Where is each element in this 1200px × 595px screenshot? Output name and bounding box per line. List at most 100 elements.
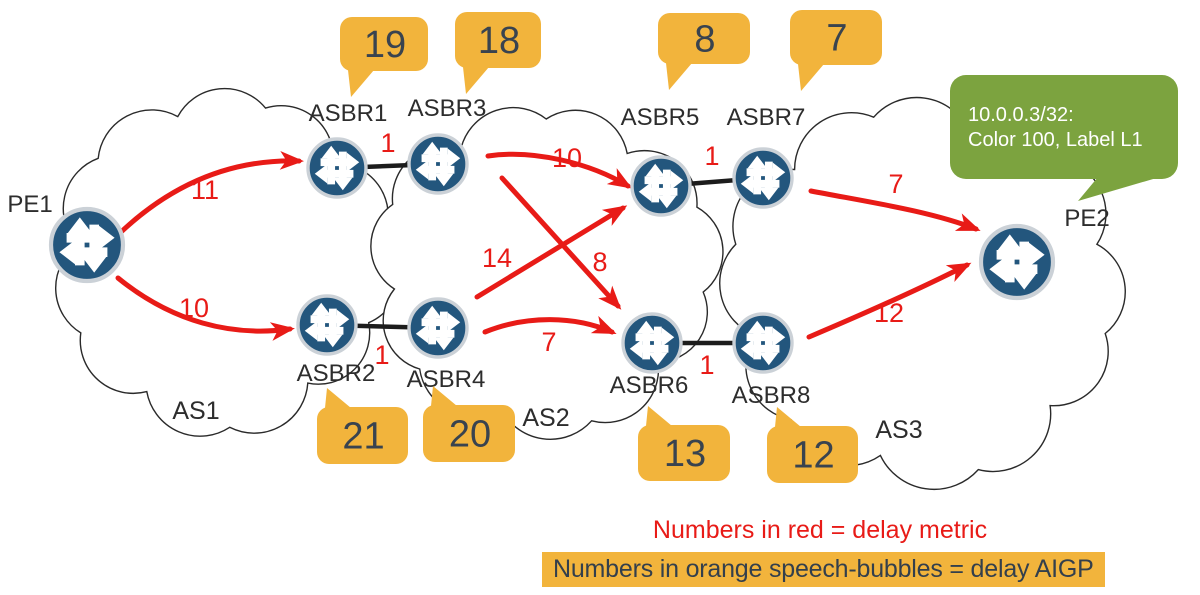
router-asbr6	[621, 312, 683, 374]
router-pinwheel-arrow-icon	[638, 182, 678, 202]
as-label-as3: AS3	[875, 416, 922, 444]
router-pinwheel-arrow-icon	[740, 339, 780, 359]
bubble-tail	[463, 67, 489, 94]
router-circle	[978, 223, 1056, 301]
router-pinwheel-arrow-icon	[59, 240, 108, 265]
bubble-tail	[798, 64, 824, 91]
aigp-bubble-asbr8: 12	[767, 407, 858, 483]
delay-metric-asbr7-pe2: 7	[888, 169, 903, 199]
aigp-value-asbr3: 18	[478, 20, 520, 62]
router-circle	[407, 133, 469, 195]
bubble-body	[455, 12, 541, 68]
bubble-body	[317, 407, 408, 464]
router-pinwheel-arrow-icon	[740, 174, 780, 194]
callout-line-2: Color 100, Label L1	[968, 129, 1143, 151]
bubble-tail	[431, 386, 457, 406]
router-asbr2	[296, 294, 358, 356]
delay-metric-asbr5-asbr7: 1	[704, 141, 719, 171]
router-label-asbr3: ASBR3	[408, 95, 487, 122]
router-pinwheel-arrow-icon	[415, 324, 455, 344]
router-label-asbr5: ASBR5	[621, 104, 700, 131]
router-pe1	[48, 206, 126, 284]
aigp-value-asbr8: 12	[792, 435, 834, 477]
router-label-asbr2: ASBR2	[297, 360, 376, 387]
delay-metric-asbr4-asbr6: 7	[541, 327, 556, 357]
router-circle	[296, 294, 358, 356]
delay-metric-asbr1-asbr3: 1	[380, 128, 395, 158]
bubble-body	[658, 13, 750, 64]
aigp-value-asbr7: 7	[826, 18, 847, 60]
bubble-body	[638, 425, 730, 481]
aigp-bubble-asbr1: 19	[340, 17, 428, 97]
delay-arrow-asbr7-pe2	[808, 188, 981, 232]
aigp-value-asbr1: 19	[364, 24, 406, 66]
delay-metric-asbr8-pe2: 12	[874, 298, 904, 328]
router-circle	[630, 155, 692, 217]
router-circle	[407, 297, 469, 359]
as-label-as1: AS1	[172, 397, 219, 425]
aigp-value-asbr6: 13	[664, 433, 706, 475]
router-circle	[48, 206, 126, 284]
delay-arrow-asbr3-asbr5	[485, 151, 633, 189]
aigp-bubble-asbr6: 13	[638, 406, 730, 481]
as-label-as2: AS2	[522, 404, 569, 432]
delay-metric-asbr3-asbr5: 10	[552, 143, 582, 173]
bubble-tail	[666, 63, 692, 90]
delay-metric-asbr3-asbr6: 8	[592, 247, 607, 277]
router-circle	[732, 147, 794, 209]
router-label-pe2: PE2	[1064, 205, 1109, 232]
router-label-asbr8: ASBR8	[732, 382, 811, 409]
callout-tail	[1078, 177, 1160, 201]
router-pinwheel-arrow-icon	[989, 257, 1038, 282]
router-pe2	[978, 223, 1056, 301]
delay-metric-asbr2-asbr4: 1	[374, 340, 389, 370]
router-circle	[621, 312, 683, 374]
router-asbr3	[407, 133, 469, 195]
aigp-value-asbr4: 20	[449, 414, 491, 456]
router-circle	[732, 312, 794, 374]
aigp-value-asbr5: 8	[694, 19, 715, 61]
router-circle	[306, 137, 368, 199]
router-pinwheel-arrow-icon	[314, 164, 354, 184]
callout-line-1: 10.0.0.3/32:	[968, 104, 1074, 126]
router-asbr5	[630, 155, 692, 217]
bubble-body	[340, 17, 428, 71]
bubble-tail	[325, 388, 351, 408]
bubble-body	[790, 10, 882, 65]
bubble-tail	[646, 406, 672, 426]
router-label-asbr6: ASBR6	[610, 372, 689, 399]
delay-arrow-asbr4-asbr5	[474, 205, 628, 300]
router-label-pe1: PE1	[7, 191, 52, 218]
aigp-bubble-asbr2: 21	[317, 388, 408, 464]
delay-metric-pe1-asbr1: 11	[191, 175, 219, 205]
router-asbr1	[306, 137, 368, 199]
delay-arrow-asbr3-asbr6	[499, 175, 622, 310]
delay-metric-asbr6-asbr8: 1	[699, 350, 714, 380]
legend-delay-aigp-note: Numbers in orange speech-bubbles = delay…	[542, 552, 1105, 587]
router-pinwheel-arrow-icon	[415, 160, 455, 180]
route-callout: 10.0.0.3/32: Color 100, Label L1	[950, 75, 1178, 201]
router-label-asbr7: ASBR7	[727, 104, 806, 131]
router-asbr8	[732, 312, 794, 374]
delay-arrow-asbr8-pe2	[806, 262, 972, 340]
delay-arrow-pe1-asbr1	[117, 151, 304, 236]
bubble-body	[767, 426, 858, 483]
router-asbr7	[732, 147, 794, 209]
router-pinwheel-arrow-icon	[629, 339, 669, 359]
delay-arrow-asbr4-asbr6	[482, 315, 617, 335]
router-label-asbr4: ASBR4	[407, 366, 486, 393]
router-label-asbr1: ASBR1	[309, 100, 388, 127]
router-pinwheel-arrow-icon	[304, 321, 344, 341]
delay-arrow-pe1-asbr2	[115, 275, 295, 341]
aigp-bubble-asbr4: 20	[423, 386, 515, 462]
legend-delay-metric-note: Numbers in red = delay metric	[652, 516, 988, 544]
aigp-value-asbr2: 21	[342, 416, 384, 458]
bubble-tail	[775, 407, 801, 427]
callout-body	[950, 75, 1178, 179]
delay-metric-asbr4-asbr5: 14	[482, 243, 512, 273]
delay-metric-pe1-asbr2: 10	[179, 293, 209, 323]
router-asbr4	[407, 297, 469, 359]
bubble-body	[423, 405, 515, 462]
